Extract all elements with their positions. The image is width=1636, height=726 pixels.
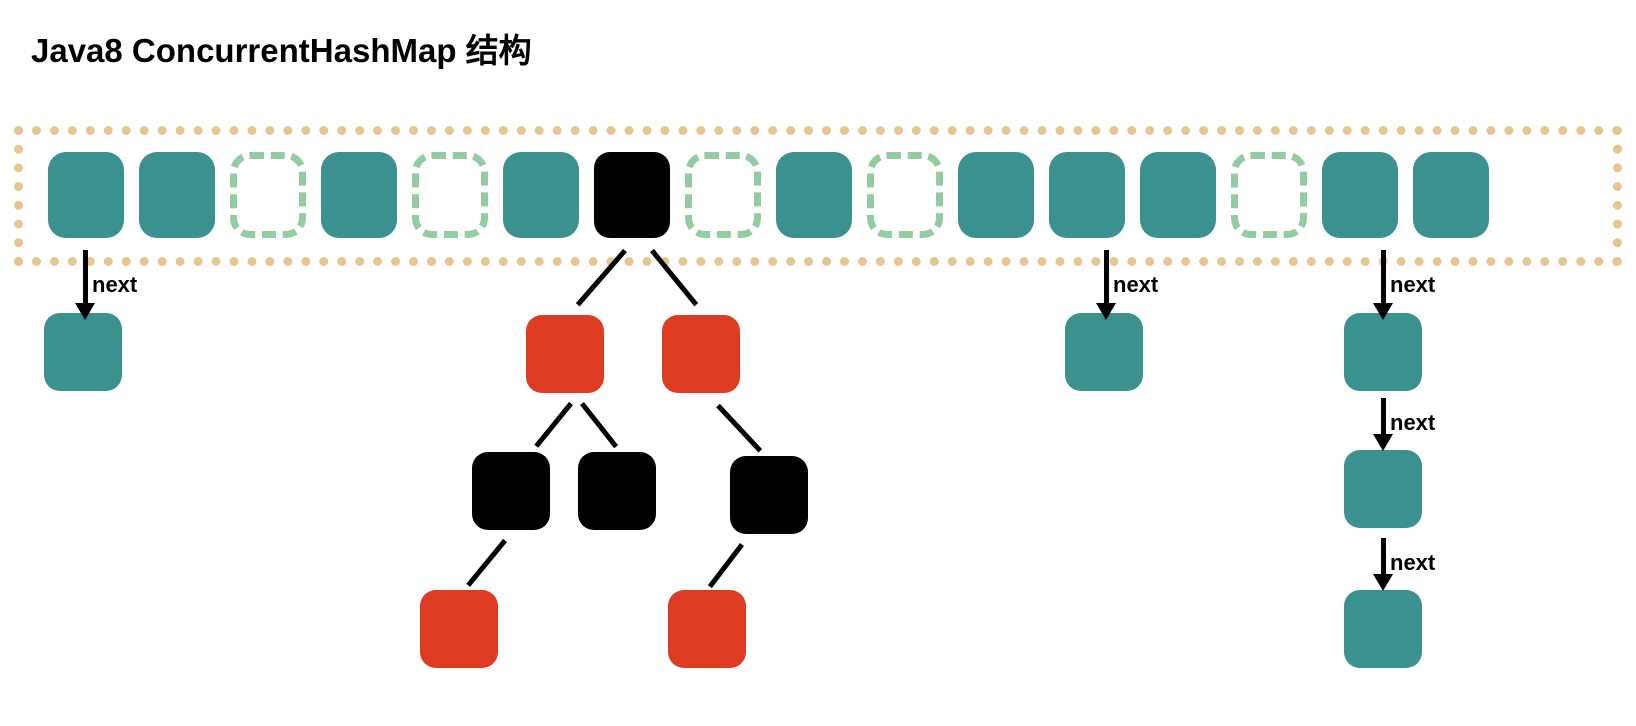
array-cell-3[interactable]: [321, 152, 397, 238]
hash-bucket-array: [14, 126, 1622, 266]
chain-bucket-14-node-1[interactable]: [1344, 450, 1422, 528]
arrow-head-icon: [1373, 574, 1393, 591]
page-title: Java8 ConcurrentHashMap 结构: [31, 32, 532, 69]
tree-edge-L-LR: [580, 401, 618, 449]
chain-bucket-14-next-label-1: next: [1390, 410, 1436, 435]
array-cell-15[interactable]: [1413, 152, 1489, 238]
array-cell-1[interactable]: [139, 152, 215, 238]
array-cell-2[interactable]: [230, 152, 306, 238]
array-cell-14[interactable]: [1322, 152, 1398, 238]
array-cell-13[interactable]: [1231, 152, 1307, 238]
arrow-head-icon: [75, 303, 95, 320]
chain-bucket-0-node-0[interactable]: [44, 313, 122, 391]
arrow-shaft: [83, 250, 88, 303]
arrow-head-icon: [1373, 303, 1393, 320]
array-cell-11[interactable]: [1049, 152, 1125, 238]
tree-node-LLL-red[interactable]: [420, 590, 498, 668]
tree-node-L-red[interactable]: [526, 315, 604, 393]
tree-node-RRL-red[interactable]: [668, 590, 746, 668]
tree-edge-RR-RRL: [708, 542, 744, 589]
arrow-shaft: [1381, 250, 1386, 303]
tree-node-R-red[interactable]: [662, 315, 740, 393]
array-cell-12[interactable]: [1140, 152, 1216, 238]
arrow-shaft: [1381, 398, 1386, 434]
chain-bucket-11-next-label-0: next: [1113, 272, 1159, 297]
array-cell-9[interactable]: [867, 152, 943, 238]
arrow-head-icon: [1096, 303, 1116, 320]
hash-bucket-array-border: [14, 126, 1622, 266]
tree-node-RR-black[interactable]: [730, 456, 808, 534]
array-cell-0[interactable]: [48, 152, 124, 238]
chain-bucket-14-next-label-0: next: [1390, 272, 1436, 297]
array-cell-8[interactable]: [776, 152, 852, 238]
tree-node-LR-black[interactable]: [578, 452, 656, 530]
array-cell-7[interactable]: [685, 152, 761, 238]
chain-bucket-0-next-label-0: next: [92, 272, 138, 297]
tree-edge-L-LL: [534, 401, 573, 449]
array-cell-5[interactable]: [503, 152, 579, 238]
chain-bucket-14-next-label-2: next: [1390, 550, 1436, 575]
arrow-shaft: [1381, 538, 1386, 574]
tree-node-LL-black[interactable]: [472, 452, 550, 530]
chain-bucket-11-node-0[interactable]: [1065, 313, 1143, 391]
arrow-shaft: [1104, 250, 1109, 303]
array-cell-10[interactable]: [958, 152, 1034, 238]
arrow-head-icon: [1373, 434, 1393, 451]
array-cell-6[interactable]: [594, 152, 670, 238]
tree-edge-LL-LLL: [466, 538, 507, 588]
chain-bucket-14-node-0[interactable]: [1344, 313, 1422, 391]
chain-bucket-14-node-2[interactable]: [1344, 590, 1422, 668]
tree-edge-R-RR: [716, 403, 762, 453]
array-cell-4[interactable]: [412, 152, 488, 238]
